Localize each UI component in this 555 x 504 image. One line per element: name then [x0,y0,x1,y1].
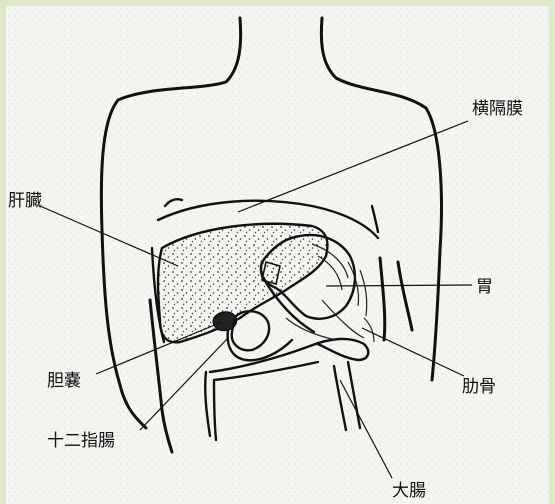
label-stomach: 胃 [476,277,493,297]
label-ribs: 肋骨 [462,377,496,397]
label-gallbladder: 胆嚢 [47,371,81,391]
label-diaphragm: 横隔膜 [472,99,523,119]
label-liver: 肝臓 [8,191,42,211]
label-duodenum: 十二指腸 [47,431,115,451]
label-large-intestine: 大腸 [392,481,426,501]
